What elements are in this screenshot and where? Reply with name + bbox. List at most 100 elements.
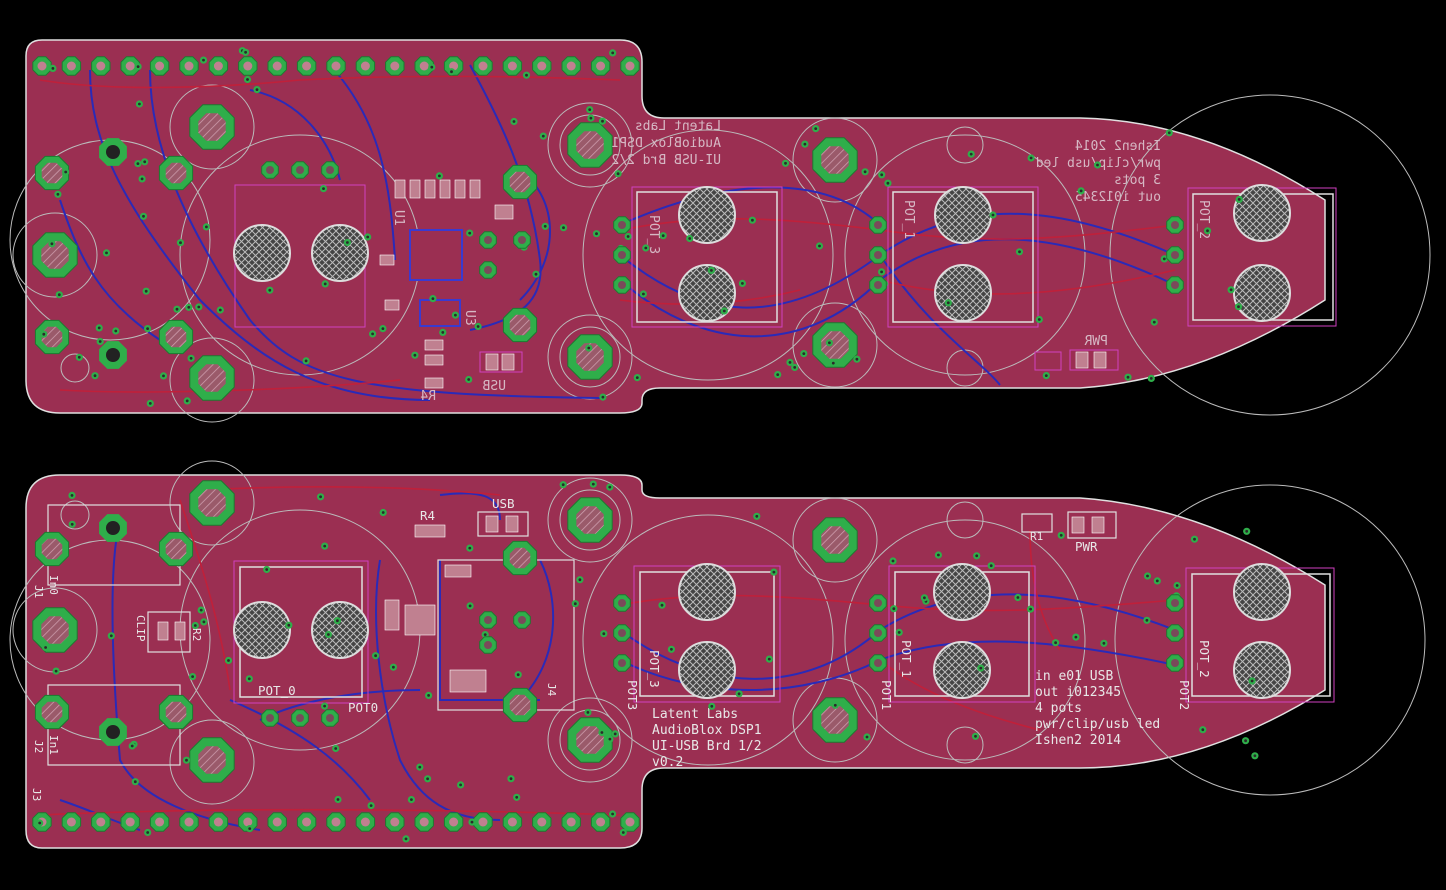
via-hole xyxy=(1149,377,1153,380)
via-hole xyxy=(1096,163,1099,167)
small-pad-hole xyxy=(484,266,492,274)
board-text-4: v0.2 xyxy=(652,755,683,770)
via-hole xyxy=(688,237,692,240)
large-pad-drill xyxy=(41,701,63,723)
via-hole xyxy=(199,608,203,612)
header-pin-hole xyxy=(96,61,106,71)
via-hole xyxy=(146,831,150,834)
via-hole xyxy=(1162,257,1166,261)
board-text-1: Latent Labs xyxy=(652,707,738,722)
led-pad xyxy=(485,515,499,533)
via-hole xyxy=(573,602,577,606)
via-hole xyxy=(586,711,590,714)
header-pin-hole xyxy=(331,817,341,827)
via-hole xyxy=(833,703,837,707)
label-in0: In0 xyxy=(47,575,60,595)
info-text-3: 4 pots xyxy=(1035,701,1082,716)
header-pin-hole xyxy=(37,61,47,71)
info-text-1: in e01 USB xyxy=(1035,669,1113,684)
via-hole xyxy=(1152,320,1156,324)
via-hole xyxy=(600,731,604,734)
small-pad-hole xyxy=(1171,659,1179,667)
via-hole xyxy=(892,607,896,611)
via-hole xyxy=(660,603,664,607)
jack-hole xyxy=(106,521,120,535)
via-hole xyxy=(227,659,230,662)
large-pad-drill xyxy=(576,343,604,371)
via-hole xyxy=(175,307,179,311)
silk-bottom: USB R4 PWR R1 POT_0 POT0 POT_3 POT3 POT_… xyxy=(30,496,1212,801)
small-pad-hole xyxy=(484,616,492,624)
via-hole xyxy=(1245,529,1249,533)
large-pad-drill xyxy=(821,331,849,359)
via-hole xyxy=(323,544,327,548)
via-hole xyxy=(1253,754,1257,758)
mounting-pads-top xyxy=(32,104,858,401)
header-pin-hole xyxy=(272,61,282,71)
header-pin-hole xyxy=(507,61,517,71)
header-pin-hole xyxy=(478,817,488,827)
board-top-outline xyxy=(25,39,1326,414)
large-pad-drill xyxy=(198,364,226,392)
label-j4: J4 xyxy=(545,683,558,697)
via-hole xyxy=(136,162,140,166)
via-hole xyxy=(975,554,979,558)
small-pad-hole xyxy=(1171,599,1179,607)
via-hole xyxy=(64,170,68,174)
large-pad-drill xyxy=(198,113,226,141)
via-hole xyxy=(608,737,612,741)
via-hole xyxy=(1079,189,1083,193)
via-hole xyxy=(38,821,42,825)
via-hole xyxy=(891,559,895,563)
small-pad-hole xyxy=(296,166,304,174)
via-hole xyxy=(244,50,248,54)
via-hole xyxy=(588,108,592,111)
label-j2: J2 xyxy=(32,740,45,753)
led-pad xyxy=(501,353,515,371)
via-hole xyxy=(1237,198,1241,201)
mounting-pads-bottom xyxy=(32,480,858,783)
via-hole xyxy=(468,546,472,550)
via-hole xyxy=(133,780,137,784)
via-hole xyxy=(562,226,565,230)
header-pin-hole xyxy=(596,817,606,827)
via-hole xyxy=(974,734,977,738)
via-hole xyxy=(327,633,330,636)
label-pot1-ref: POT1 xyxy=(879,680,894,710)
via-hole xyxy=(142,214,145,218)
via-hole xyxy=(438,174,441,178)
via-hole xyxy=(670,647,673,651)
via-hole xyxy=(144,289,148,293)
header-pin-hole xyxy=(243,61,253,71)
large-pad-drill xyxy=(41,162,63,184)
header-pin-hole xyxy=(213,61,223,71)
led-footprints-top xyxy=(479,349,1119,373)
via-hole xyxy=(197,305,201,309)
silk-top-info-1: Ishen2 2014 xyxy=(1075,139,1161,154)
header-pin-hole xyxy=(390,817,400,827)
large-pad-drill xyxy=(165,162,187,184)
via-hole xyxy=(1037,318,1041,321)
small-pad-hole xyxy=(618,629,626,637)
small-pad-hole xyxy=(874,599,882,607)
via-hole xyxy=(483,633,487,636)
header-pin-hole xyxy=(243,817,253,827)
via-hole xyxy=(404,837,408,841)
led-pad xyxy=(1093,351,1107,369)
via-hole xyxy=(336,798,340,801)
via-hole xyxy=(591,482,595,486)
small-pad-hole xyxy=(618,659,626,667)
via-hole xyxy=(923,596,926,600)
via-hole xyxy=(880,173,884,177)
small-pad-hole xyxy=(326,166,334,174)
via-hole xyxy=(265,568,269,571)
header-pin-hole xyxy=(184,61,194,71)
via-hole xyxy=(608,485,612,489)
label-j1: J1 xyxy=(32,585,45,598)
large-pad-drill xyxy=(821,146,849,174)
label-pot0-box: POT_0 xyxy=(258,683,296,698)
via-hole xyxy=(189,356,193,360)
label-j3: J3 xyxy=(30,788,43,801)
via-hole xyxy=(130,744,134,748)
